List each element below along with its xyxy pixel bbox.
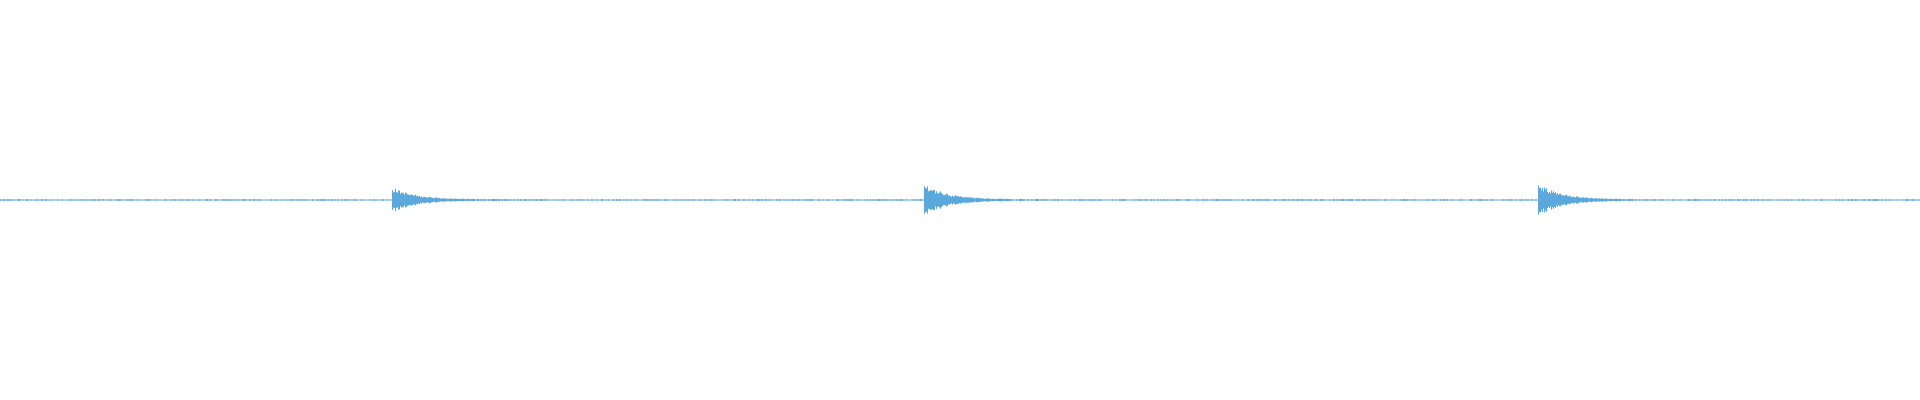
waveform-trace: [0, 185, 1920, 215]
